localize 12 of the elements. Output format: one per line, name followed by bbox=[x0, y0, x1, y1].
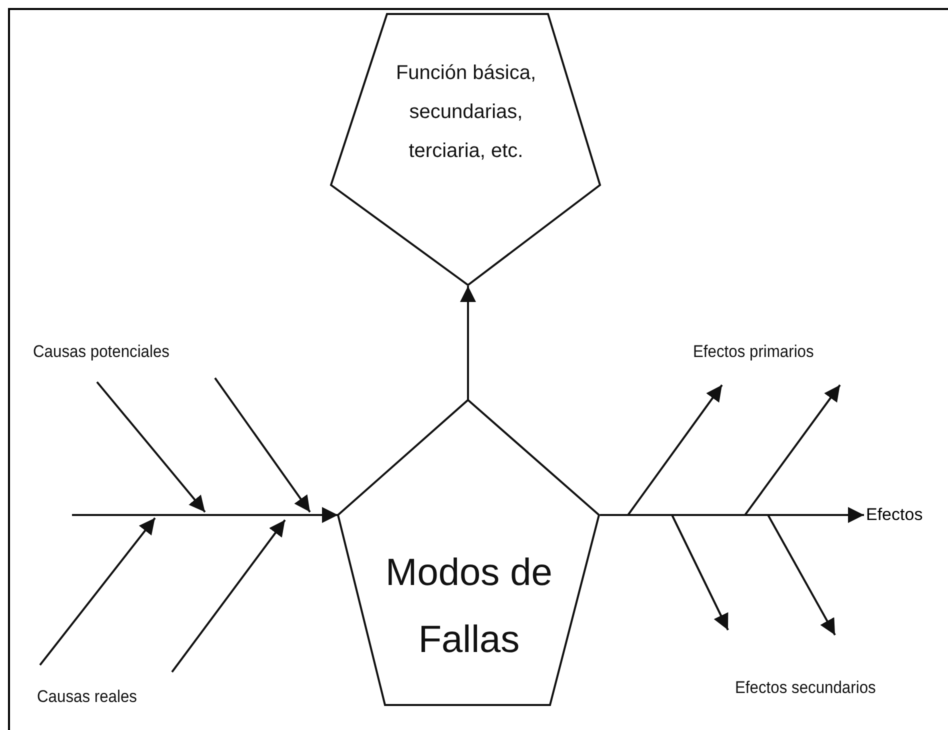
node-label: Efectos bbox=[866, 502, 936, 528]
branch-label: Efectos primarios bbox=[693, 342, 814, 362]
arrow bbox=[72, 507, 338, 523]
arrow bbox=[460, 286, 476, 400]
branch-label: Causas potenciales bbox=[33, 342, 170, 362]
branch-label: Efectos secundarios bbox=[735, 678, 876, 698]
node-text: Función básica, secundarias, terciaria, etc. bbox=[394, 61, 538, 164]
branch-label: Causas reales bbox=[37, 687, 137, 707]
pentagon-box bbox=[331, 14, 601, 286]
arrow bbox=[600, 507, 864, 523]
node-text: Modos de Fallas bbox=[384, 551, 554, 662]
pentagon-box bbox=[338, 400, 600, 706]
